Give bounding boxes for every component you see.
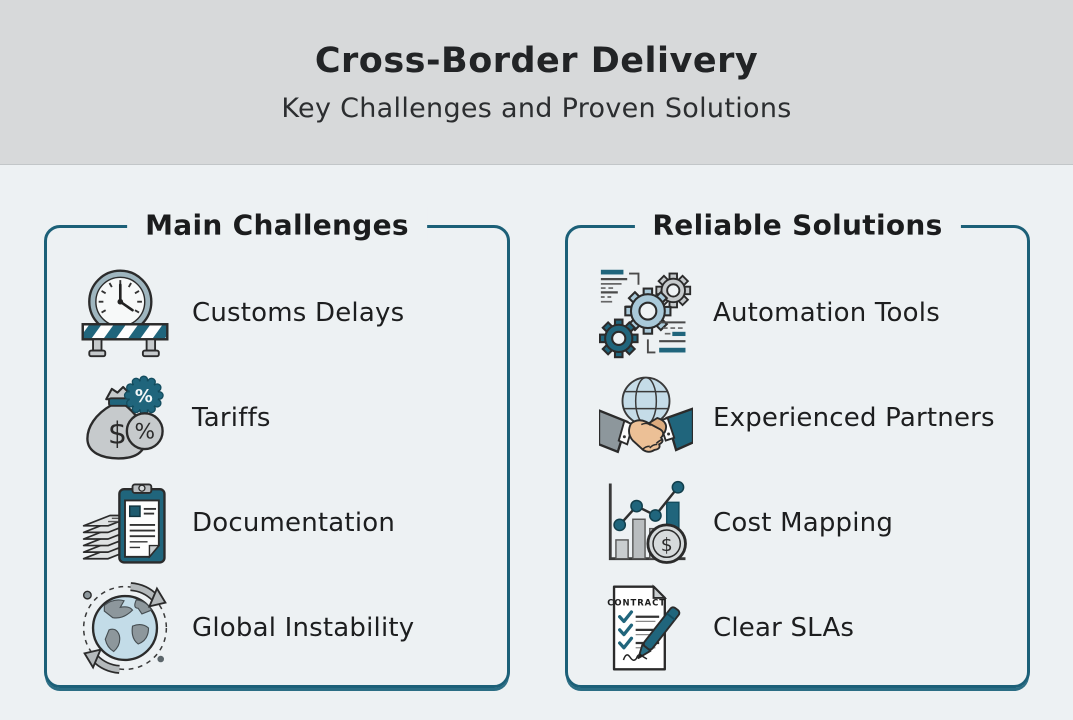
challenge-label: Tariffs	[192, 402, 271, 433]
solutions-list: Automation Tools	[568, 228, 1027, 680]
challenge-label: Global Instability	[192, 612, 415, 643]
solution-label: Experienced Partners	[713, 402, 995, 433]
challenge-label: Customs Delays	[192, 297, 405, 328]
experienced-partners-icon	[596, 371, 696, 465]
documentation-icon	[75, 476, 175, 570]
page-title: Cross-Border Delivery	[314, 40, 759, 81]
automation-tools-icon	[596, 266, 696, 360]
solution-label: Automation Tools	[713, 297, 940, 328]
svg-text:%: %	[134, 419, 155, 444]
challenge-item-documentation: Documentation	[75, 470, 507, 575]
solution-item-clear-slas: CONTRACT	[596, 575, 1027, 680]
challenges-panel: Main Challenges	[44, 206, 510, 688]
solution-item-experienced-partners: Experienced Partners	[596, 365, 1027, 470]
solutions-panel-title: Reliable Solutions	[634, 206, 961, 244]
clear-slas-icon: CONTRACT	[596, 581, 696, 675]
challenges-panel-title: Main Challenges	[127, 206, 427, 244]
solution-item-automation-tools: Automation Tools	[596, 260, 1027, 365]
challenge-item-global-instability: Global Instability	[75, 575, 507, 680]
challenge-item-tariffs: $ % % Tari	[75, 365, 507, 470]
contract-label: CONTRACT	[607, 597, 666, 607]
tariffs-icon: $ % %	[75, 371, 175, 465]
svg-text:%: %	[135, 386, 153, 407]
customs-delays-icon	[75, 266, 175, 360]
svg-text:$: $	[108, 416, 127, 451]
cost-mapping-icon: $	[596, 476, 696, 570]
svg-text:$: $	[661, 535, 673, 556]
solution-label: Clear SLAs	[713, 612, 855, 643]
solution-item-cost-mapping: $ Cost Mapping	[596, 470, 1027, 575]
page-subtitle: Key Challenges and Proven Solutions	[281, 92, 792, 124]
solutions-panel: Reliable Solutions	[565, 206, 1030, 688]
challenges-list: Customs Delays $	[47, 228, 507, 680]
page-header: Cross-Border Delivery Key Challenges and…	[0, 0, 1073, 165]
challenge-item-customs-delays: Customs Delays	[75, 260, 507, 365]
challenge-label: Documentation	[192, 507, 396, 538]
solution-label: Cost Mapping	[713, 507, 894, 538]
global-instability-icon	[75, 581, 175, 675]
